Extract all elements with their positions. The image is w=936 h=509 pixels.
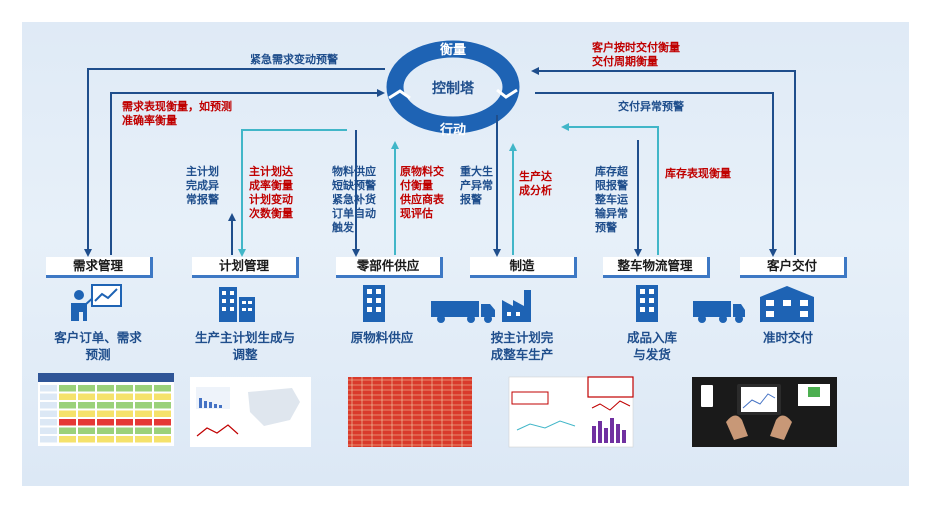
thumbnail-device-devices (692, 377, 837, 447)
caption-logistics: 成品入库 与发货 (626, 330, 677, 362)
demand-performance-arrow (110, 89, 385, 255)
caption-plan: 生产主计划生成与 调整 (194, 330, 295, 362)
emergency-demand-label: 紧急需求变动预警 (250, 53, 338, 66)
demand-performance-label: 需求表现衡量，如预测 准确率衡量 (122, 100, 232, 127)
plan-alert-label: 主计划 完成异 常报警 (186, 165, 219, 206)
control-tower-label: 控制塔 (432, 81, 474, 97)
ring-arrow-left-icon (388, 89, 411, 100)
delivery-alert-arrow (535, 92, 777, 257)
control-tower-ring (386, 40, 520, 134)
presenter-chart-icon (71, 284, 122, 321)
thumbnail-plan-dashboard (190, 377, 311, 447)
office-building-icon (219, 287, 255, 322)
truck-icon-logistics (693, 301, 745, 323)
caption-mfg: 按主计划完 成整车生产 (490, 330, 554, 362)
mfg-metrics-label: 生产达 成分析 (519, 170, 552, 197)
stage-customer-delivery: 客户交付 (740, 257, 847, 278)
parts-alert-label: 物料供应 短缺预警 紧急补货 订单自动 触发 (332, 165, 376, 234)
customer-delivery-label: 客户按时交付衡量 交付周期衡量 (592, 41, 680, 68)
factory-icon (502, 290, 531, 322)
stage-parts-supply: 零部件供应 (336, 257, 443, 278)
warehouse-building-icon (636, 285, 658, 322)
caption-parts: 原物料供应 (350, 330, 414, 345)
inventory-performance-arrow (561, 123, 659, 255)
ring-arrow-right-icon (496, 88, 518, 99)
caption-delivery: 准时交付 (762, 330, 813, 345)
ring-label-measure: 衡量 (439, 43, 466, 58)
inventory-performance-label: 库存表现衡量 (665, 167, 731, 180)
logistics-alert-label: 库存超 限报警 整车运 输异常 预警 (595, 165, 628, 234)
stage-demand-management: 需求管理 (46, 257, 153, 278)
supplier-building-icon (363, 285, 385, 322)
plan-metrics-label: 主计划达 成率衡量 计划变动 次数衡量 (249, 165, 293, 220)
stage-vehicle-logistics: 整车物流管理 (603, 257, 710, 278)
plan-metrics-arrow (238, 129, 347, 257)
caption-demand: 客户订单、需求 预测 (54, 330, 142, 362)
ring-label-action: 行动 (439, 123, 466, 138)
thumbnail-demand-table (38, 373, 174, 446)
thumbnail-mfg-report (508, 376, 634, 448)
mfg-alert-label: 重大生 产异常 报警 (460, 165, 493, 206)
customer-delivery-arrow (531, 67, 796, 255)
delivery-alert-label: 交付异常预警 (618, 100, 684, 113)
stage-manufacturing: 制造 (470, 257, 577, 278)
stage-plan-management: 计划管理 (192, 257, 299, 278)
emergency-demand-arrow (84, 68, 385, 257)
dealership-icon (760, 286, 814, 322)
thumbnail-parts-spreadsheet (348, 377, 472, 447)
truck-icon-parts (431, 301, 495, 323)
parts-metrics-label: 原物料交 付衡量 供应商表 现评估 (400, 165, 444, 220)
